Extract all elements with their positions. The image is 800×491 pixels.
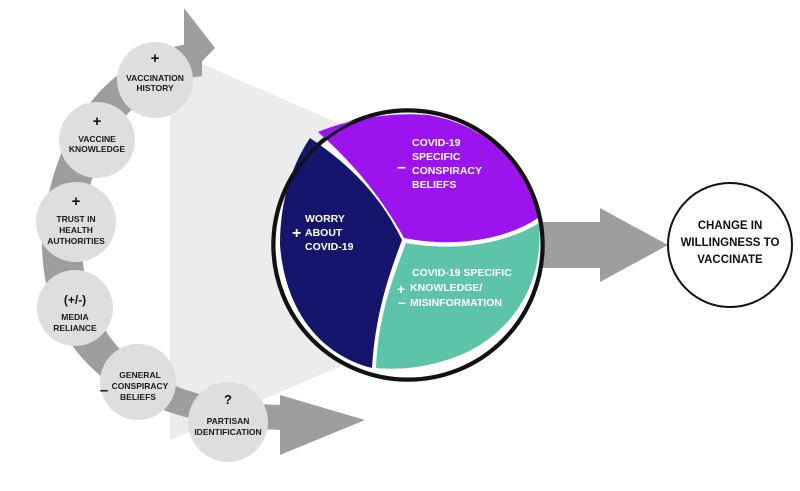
outcome-line: WILLINGNESS TO	[681, 237, 780, 249]
factor-label-line: HEALTH	[59, 225, 93, 235]
factor-sign: (+/-)	[64, 293, 86, 307]
factor-label-line: CONSPIRACY	[112, 381, 169, 391]
factor-node-trust-health-authorities: + TRUST IN HEALTH AUTHORITIES	[36, 182, 116, 262]
worry-label: + WORRY ABOUT COVID-19	[292, 213, 354, 253]
factor-node-general-conspiracy-beliefs: – GENERAL CONSPIRACY BELIEFS	[100, 344, 176, 420]
factor-node-vaccine-knowledge: + VACCINE KNOWLEDGE	[59, 102, 135, 178]
factor-label-line: VACCINE	[78, 134, 116, 144]
factor-label-line: AUTHORITIES	[47, 236, 105, 246]
knowledge-line: COVID-19 SPECIFIC	[412, 267, 512, 279]
factor-label-line: TRUST IN	[56, 214, 95, 224]
factor-sign: +	[93, 113, 102, 130]
factor-label-line: BELIEFS	[120, 392, 156, 402]
outcome-node: CHANGE IN WILLINGNESS TO VACCINATE	[667, 182, 793, 308]
outcome-line: CHANGE IN	[698, 220, 763, 232]
conspiracy-line: COVID-19	[412, 137, 461, 149]
factor-node-media-reliance: (+/-) MEDIA RELIANCE	[37, 270, 113, 346]
factor-label-line: GENERAL	[119, 370, 161, 380]
worry-line: COVID-19	[305, 241, 354, 253]
conspiracy-line: BELIEFS	[412, 179, 456, 191]
curved-arrow-head	[280, 395, 365, 455]
conspiracy-label: – COVID-19 SPECIFIC CONSPIRACY BELIEFS	[397, 137, 482, 191]
knowledge-sign-plus: +	[397, 281, 405, 297]
factor-label-line: HISTORY	[136, 83, 174, 93]
knowledge-label: COVID-19 SPECIFIC + KNOWLEDGE/ – MISINFO…	[397, 267, 512, 310]
factor-label-line: RELIANCE	[53, 323, 97, 333]
factor-label-line: KNOWLEDGE	[69, 144, 126, 154]
factor-node-vaccination-history: + VACCINATION HISTORY	[117, 42, 193, 118]
outcome-arrow	[540, 208, 668, 282]
factor-label-line: MEDIA	[61, 312, 88, 322]
worry-line: WORRY	[305, 213, 345, 225]
knowledge-line: KNOWLEDGE/	[410, 282, 482, 294]
conspiracy-line: SPECIFIC	[412, 151, 461, 163]
center-circle	[271, 108, 545, 382]
factor-sign: +	[72, 193, 81, 210]
outcome-line: VACCINATE	[697, 254, 763, 266]
factor-sign: –	[100, 382, 108, 399]
factor-sign: ?	[224, 392, 232, 407]
knowledge-sign-minus: –	[398, 294, 406, 310]
curved-arrow-tail	[184, 8, 215, 80]
worry-line: ABOUT	[305, 227, 343, 239]
worry-sign: +	[292, 225, 301, 242]
segment-conspiracy	[318, 114, 538, 243]
factor-label-line: PARTISAN	[207, 416, 250, 426]
segment-worry	[280, 138, 402, 368]
factor-sign: +	[151, 50, 160, 67]
conspiracy-line: CONSPIRACY	[412, 165, 482, 177]
factor-label-line: VACCINATION	[126, 73, 184, 83]
conspiracy-sign: –	[397, 159, 406, 176]
knowledge-line: MISINFORMATION	[410, 297, 502, 309]
segment-knowledge	[376, 223, 540, 369]
factor-node-partisan-identification: ? PARTISAN IDENTIFICATION	[188, 382, 268, 462]
factor-label-line: IDENTIFICATION	[194, 427, 261, 437]
